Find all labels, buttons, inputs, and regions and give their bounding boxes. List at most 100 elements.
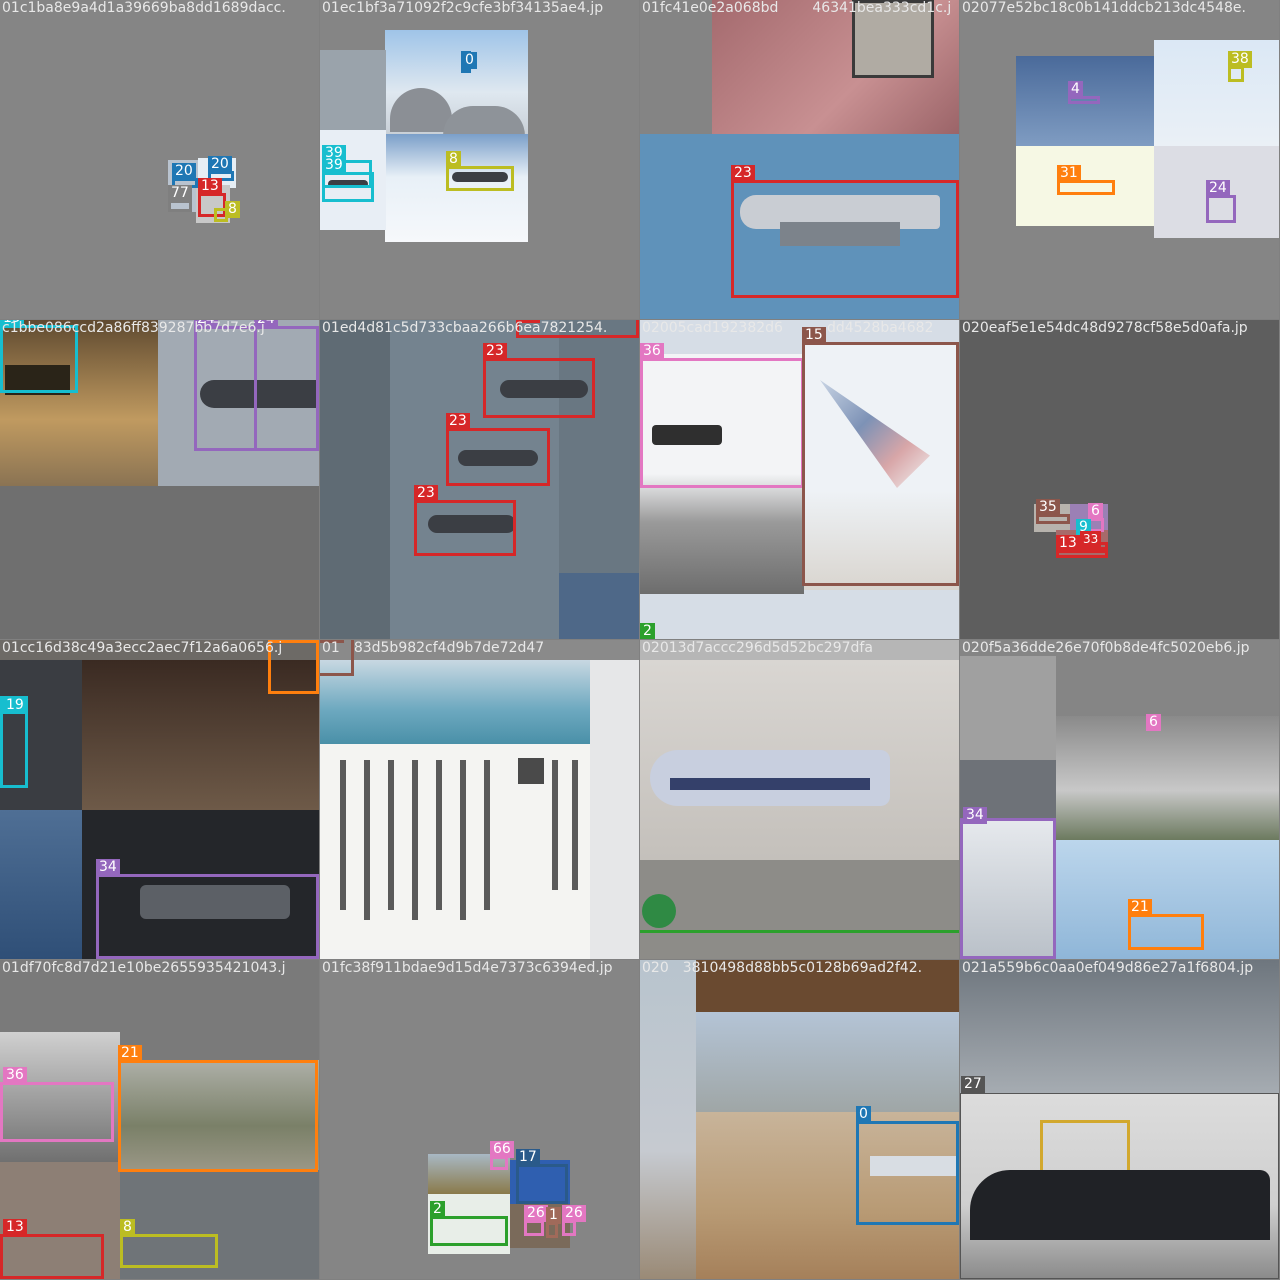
soldiers-photo xyxy=(82,660,319,810)
detection-label: 24 xyxy=(1206,180,1230,197)
detection-label: 36 xyxy=(640,343,664,360)
tile-11: 6 34 21 020f5a36dde26e70f0b8de4fc5020eb6… xyxy=(960,640,1279,959)
aircraft-stripe xyxy=(670,778,870,790)
detection-box: 15 xyxy=(802,327,959,586)
image-patch xyxy=(590,660,639,959)
text-column xyxy=(388,760,394,910)
detection-box: 6 xyxy=(1146,714,1161,731)
detection-label: 6 xyxy=(1146,714,1161,731)
detection-label: 24 xyxy=(194,320,218,328)
logo-badge xyxy=(642,894,676,928)
tile-filename: 020 3810498d88bb5c0128b69ad2f42. xyxy=(642,960,922,977)
tile-filename: 020f5a36dde26e70f0b8de4fc5020eb6.jp xyxy=(962,640,1250,656)
crash-photo xyxy=(120,1060,319,1170)
detection-box: 4 xyxy=(1068,81,1100,104)
detection-box: 34 xyxy=(96,859,319,959)
tile-15: 27 021a559b6c0aa0ef049d86e27a1f6804.jp xyxy=(960,960,1279,1279)
aircraft-shape xyxy=(500,380,588,398)
mountain-photo xyxy=(696,1012,959,1112)
detection-box: 21 xyxy=(118,1045,318,1172)
detection-box: 0 xyxy=(461,51,477,73)
sky-photo xyxy=(390,320,559,639)
detection-label: 13 xyxy=(1056,535,1080,552)
detection-label: 8 xyxy=(225,201,240,218)
image-patch xyxy=(640,0,712,134)
tile-6: 36 15 2 02005cad192382d6 dd4528ba4682 xyxy=(640,320,959,639)
tree-photo xyxy=(320,320,390,639)
detection-box: 2 xyxy=(640,623,655,639)
detection-label: 33 xyxy=(1080,531,1102,548)
aircraft-shape xyxy=(140,885,290,919)
image-patch xyxy=(120,1170,319,1279)
detection-box: 23 xyxy=(446,413,550,486)
tile-filename: 02013d7accc296d5d52bc297dfa xyxy=(642,640,873,656)
filename-part: dd4528ba4682 xyxy=(826,320,934,336)
detection-box: 33 xyxy=(1080,531,1108,550)
detection-label: 0 xyxy=(856,1106,871,1123)
image-patch xyxy=(1016,146,1156,226)
filename-part: 46341bea333cd1c.j xyxy=(812,0,952,16)
detection-label: 8 xyxy=(120,1219,135,1236)
aircraft-shape xyxy=(970,1170,1270,1240)
filename-part: 02005cad192382d6 xyxy=(642,320,783,336)
detection-label: 23 xyxy=(446,413,470,430)
detection-box: 39 xyxy=(322,157,374,202)
tile-background xyxy=(0,0,319,319)
detection-box: 26 xyxy=(524,1205,548,1236)
detection-label: 27 xyxy=(961,1076,985,1093)
tile-filename: 02005cad192382d6 dd4528ba4682 xyxy=(642,320,933,337)
detection-label: 19 xyxy=(3,697,27,714)
tile-13: 66 17 2 26 1 26 01fc38f911bdae9d15d4e737… xyxy=(320,960,639,1279)
detection-label: 13 xyxy=(3,1219,27,1236)
detection-label: 26 xyxy=(562,1205,586,1222)
detection-label: 77 xyxy=(168,185,192,202)
detection-label: 38 xyxy=(1228,51,1252,68)
sky-photo xyxy=(1056,840,1279,959)
detection-label: 34 xyxy=(963,807,987,824)
detection-box: 66 xyxy=(490,1141,514,1170)
detection-box: 27 xyxy=(960,1076,1279,1279)
detection-box: 13 xyxy=(0,1219,104,1279)
detection-box: 8 xyxy=(214,201,240,222)
sunset-photo xyxy=(0,320,158,486)
filename-part: 020 xyxy=(642,960,669,976)
tile-filename: 01ed4d81c5d733cbaa266b6ea7821254. xyxy=(322,320,608,336)
tile-filename: 02077e52bc18c0b141ddcb213dc4548e. xyxy=(962,0,1246,16)
detection-label: 13 xyxy=(198,178,222,195)
filename-part: 3810498d88bb5c0128b69ad2f42. xyxy=(682,960,923,976)
runway-photo xyxy=(640,860,959,959)
aircraft-shape xyxy=(428,515,516,533)
detection-label: 36 xyxy=(3,1067,27,1084)
detection-box: 19 xyxy=(0,320,78,393)
tile-background xyxy=(960,320,1279,639)
image-patch xyxy=(0,660,82,830)
aircraft-shape xyxy=(328,180,368,188)
aircraft-shape xyxy=(200,380,319,408)
text-column xyxy=(364,760,370,920)
detection-label: 23 xyxy=(414,485,438,502)
detection-label: 19 xyxy=(0,320,24,327)
image-patch xyxy=(696,960,959,1012)
aircraft-shape xyxy=(452,172,508,182)
detection-box: 36 xyxy=(0,1067,114,1142)
detection-label: 39 xyxy=(322,157,346,174)
tile-filename: c1bbe086ccd2a86ff839287bb7d7e6.j xyxy=(2,320,265,336)
detection-label: 35 xyxy=(1036,499,1060,516)
text-column xyxy=(572,760,578,890)
detection-box xyxy=(640,930,959,940)
detection-box: 17 xyxy=(516,1149,568,1204)
tile-filename: 01df70fc8d7d21e10be2655935421043.j xyxy=(2,960,286,976)
detection-label: 8 xyxy=(446,151,461,168)
detection-box: 77 xyxy=(168,185,192,212)
detection-label: 20 xyxy=(208,156,232,173)
detection-box: 1 xyxy=(546,1207,561,1238)
detection-label: 0 xyxy=(462,52,477,69)
detection-label: 6 xyxy=(1088,503,1103,520)
tile-0: 20 20 77 13 8 01c1ba8e9a4d1a39669ba8dd16… xyxy=(0,0,319,319)
text-column xyxy=(412,760,418,920)
detection-label: 4 xyxy=(1068,81,1083,98)
detection-box: 26 xyxy=(562,1205,586,1236)
filename-part: 83d5b982cf4d9b7de72d47 xyxy=(353,640,545,656)
